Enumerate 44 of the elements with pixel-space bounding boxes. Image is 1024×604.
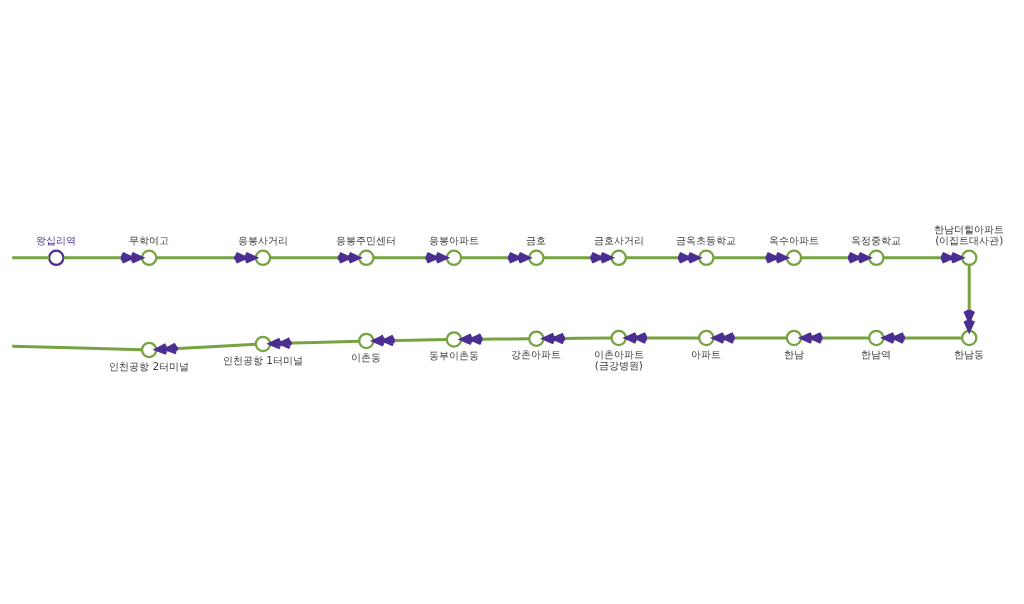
node-circle	[445, 331, 463, 348]
node-label: 응봉사거리	[237, 233, 288, 246]
node-label: 금옥초등학교	[676, 233, 737, 246]
node-circle	[254, 335, 272, 353]
node-circle	[785, 249, 803, 267]
node-circle	[610, 329, 627, 347]
node-circle	[140, 341, 158, 359]
node-label: 인천공항 1터미널	[222, 353, 303, 366]
node-label: 아파트	[691, 347, 722, 360]
node-circle	[528, 330, 545, 347]
node-label: 금호사거리	[593, 233, 644, 246]
node-circle	[358, 249, 375, 267]
node-label: 동부이촌동	[428, 349, 479, 362]
node-label: 한남더힐아파트 (이집트대사관)	[934, 222, 1005, 246]
node-label: 옥수아파트	[768, 233, 819, 246]
connector	[12, 344, 143, 352]
node-label: 한남	[783, 347, 804, 360]
node-label: 응봉아파트	[428, 233, 479, 246]
node-label: 왕십리역	[36, 233, 77, 246]
node-label: 옥정중학교	[851, 233, 902, 246]
node-circle	[698, 329, 715, 347]
node-label: 이촌동	[351, 350, 382, 363]
node-label: 한남동	[954, 347, 985, 360]
node-circle	[254, 249, 272, 267]
node-circle	[528, 249, 545, 267]
node-label: 무학여고	[129, 233, 170, 246]
node-circle	[610, 249, 627, 267]
connector	[12, 256, 50, 260]
node-circle	[961, 329, 978, 347]
node-label: 한남역	[861, 347, 892, 360]
node-circle	[445, 249, 463, 267]
node-label: 응봉주민센터	[336, 233, 397, 246]
node-circle	[48, 249, 65, 267]
node-circle	[140, 249, 158, 267]
node-label: 강촌아파트	[511, 348, 562, 361]
node-circle	[358, 332, 375, 350]
node-circle	[698, 249, 715, 267]
node-circle	[961, 249, 978, 267]
node-circle	[785, 329, 803, 347]
node-circle	[868, 329, 885, 347]
node-label: 이촌아파트 (금강병원)	[593, 347, 644, 371]
node-label: 인천공항 2터미널	[109, 359, 190, 372]
node-circle	[868, 249, 885, 267]
node-label: 금호	[526, 233, 547, 246]
